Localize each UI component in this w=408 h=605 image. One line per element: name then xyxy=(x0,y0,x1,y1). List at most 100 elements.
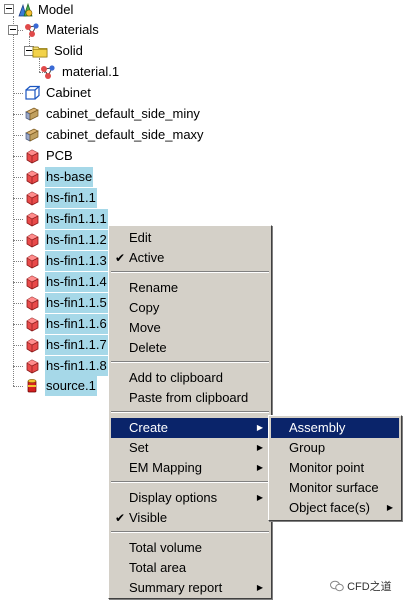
block-icon xyxy=(24,295,40,311)
tree-item-hs-fin[interactable]: hs-fin1.1.6 xyxy=(0,314,120,334)
tree-line xyxy=(39,72,47,73)
menu-item-display-options[interactable]: Display options ▶ xyxy=(111,488,269,508)
tree-item-hs-fin[interactable]: hs-fin1.1.3 xyxy=(0,251,120,271)
block-icon xyxy=(24,316,40,332)
menu-separator xyxy=(111,531,269,533)
menu-separator xyxy=(111,481,269,483)
folder-icon xyxy=(32,46,48,58)
tree-label: hs-base xyxy=(45,167,94,187)
menu-separator xyxy=(111,361,269,363)
tree-line xyxy=(13,156,23,157)
tree-item-model[interactable]: Model xyxy=(0,0,120,20)
submenu-item-monitor-surface[interactable]: Monitor surface xyxy=(289,480,379,495)
tree-label: hs-fin1.1.7 xyxy=(45,335,108,355)
tree-item-hs-fin[interactable]: hs-fin1.1 xyxy=(0,188,120,208)
tree-line xyxy=(13,261,23,262)
menu-item-total-area[interactable]: Total area xyxy=(129,560,187,575)
check-icon: ✔ xyxy=(115,511,126,525)
tree-line xyxy=(13,386,23,387)
tree-label: Materials xyxy=(46,22,99,37)
tree-label: hs-fin1.1.3 xyxy=(45,251,108,271)
material-icon xyxy=(41,65,55,79)
menu-separator xyxy=(111,411,269,413)
tree-line xyxy=(13,240,23,241)
collapse-toggle-materials[interactable] xyxy=(8,25,18,35)
menu-item-summary-report[interactable]: Summary report ▶ xyxy=(111,578,269,598)
tree-item-cabinet-side-miny[interactable]: cabinet_default_side_miny xyxy=(0,104,240,124)
tree-item-hs-fin[interactable]: hs-fin1.1.2 xyxy=(0,230,120,250)
menu-item-active[interactable]: ✔ Active xyxy=(111,248,269,268)
menu-item-em-mapping[interactable]: EM Mapping ▶ xyxy=(111,458,269,478)
tree-label: hs-fin1.1.8 xyxy=(45,356,108,376)
menu-item-create[interactable]: Create ▶ xyxy=(111,418,269,438)
plate-icon xyxy=(24,127,40,143)
tree-line xyxy=(13,16,14,386)
tree-line xyxy=(13,324,23,325)
submenu-arrow-icon: ▶ xyxy=(256,443,263,452)
block-icon xyxy=(24,148,40,164)
block-icon xyxy=(24,211,40,227)
submenu-arrow-icon: ▶ xyxy=(256,423,263,432)
tree-label: PCB xyxy=(46,148,73,163)
tree-label: cabinet_default_side_maxy xyxy=(46,127,204,142)
watermark-text: CFD之道 xyxy=(347,581,392,593)
tree-line xyxy=(13,93,23,94)
tree-label: hs-fin1.1.6 xyxy=(45,314,108,334)
block-icon xyxy=(24,274,40,290)
menu-item-add-to-clipboard[interactable]: Add to clipboard xyxy=(129,370,223,385)
tree-item-materials[interactable]: Materials xyxy=(0,20,140,40)
menu-item-rename[interactable]: Rename xyxy=(129,280,179,295)
submenu-item-assembly[interactable]: Assembly xyxy=(271,418,399,438)
tree-item-cabinet[interactable]: Cabinet xyxy=(0,83,120,103)
menu-item-visible[interactable]: ✔ Visible xyxy=(111,508,269,528)
tree-line xyxy=(13,114,23,115)
tree-item-cabinet-side-maxy[interactable]: cabinet_default_side_maxy xyxy=(0,125,240,145)
menu-item-paste-from-clipboard[interactable]: Paste from clipboard xyxy=(129,390,249,405)
create-submenu: Assembly Group Monitor point Monitor sur… xyxy=(268,415,402,521)
tree-item-hs-fin[interactable]: hs-fin1.1.5 xyxy=(0,293,120,313)
tree-item-pcb[interactable]: PCB xyxy=(0,146,120,166)
tree-item-material-1[interactable]: material.1 xyxy=(0,62,140,82)
tree-label: hs-fin1.1.2 xyxy=(45,230,108,250)
tree-label: hs-fin1.1.4 xyxy=(45,272,108,292)
menu-item-total-volume[interactable]: Total volume xyxy=(129,540,202,555)
block-icon xyxy=(24,358,40,374)
tree-item-hs-fin[interactable]: hs-fin1.1.4 xyxy=(0,272,120,292)
block-icon xyxy=(24,190,40,206)
tree-item-hs-fin[interactable]: hs-fin1.1.8 xyxy=(0,356,120,376)
submenu-item-group[interactable]: Group xyxy=(289,440,326,455)
submenu-arrow-icon: ▶ xyxy=(256,493,263,502)
tree-label: Solid xyxy=(54,43,83,58)
tree-label: hs-fin1.1.1 xyxy=(45,209,108,229)
tree-label: Model xyxy=(38,2,74,17)
tree-label: material.1 xyxy=(62,64,120,79)
watermark: CFD之道 xyxy=(330,578,392,594)
tree-item-hs-fin[interactable]: hs-fin1.1.1 xyxy=(0,209,120,229)
menu-item-edit[interactable]: Edit xyxy=(129,230,152,245)
tree-line xyxy=(13,198,23,199)
menu-item-move[interactable]: Move xyxy=(129,320,161,335)
menu-item-copy[interactable]: Copy xyxy=(129,300,160,315)
tree-item-hs-base[interactable]: hs-base xyxy=(0,167,120,187)
submenu-item-monitor-point[interactable]: Monitor point xyxy=(289,460,365,475)
wechat-icon xyxy=(330,580,344,592)
cabinet-icon xyxy=(25,85,40,100)
tree-item-solid[interactable]: Solid xyxy=(0,41,120,61)
block-icon xyxy=(24,337,40,353)
submenu-item-object-faces[interactable]: Object face(s) ▶ xyxy=(271,498,399,518)
tree-label: hs-fin1.1.5 xyxy=(45,293,108,313)
tree-item-hs-fin[interactable]: hs-fin1.1.7 xyxy=(0,335,120,355)
tree-line xyxy=(13,30,23,31)
submenu-arrow-icon: ▶ xyxy=(256,583,263,592)
tree-line xyxy=(13,303,23,304)
plate-icon xyxy=(24,106,40,122)
block-icon xyxy=(24,232,40,248)
menu-item-set[interactable]: Set ▶ xyxy=(111,438,269,458)
collapse-toggle-model[interactable] xyxy=(4,4,14,14)
tree-item-source-1[interactable]: source.1 xyxy=(0,376,120,396)
menu-separator xyxy=(111,271,269,273)
menu-item-delete[interactable]: Delete xyxy=(129,340,167,355)
tree-line xyxy=(13,135,23,136)
context-menu: Edit ✔ Active Rename Copy Move Delete Ad… xyxy=(108,225,272,599)
block-icon xyxy=(24,169,40,185)
